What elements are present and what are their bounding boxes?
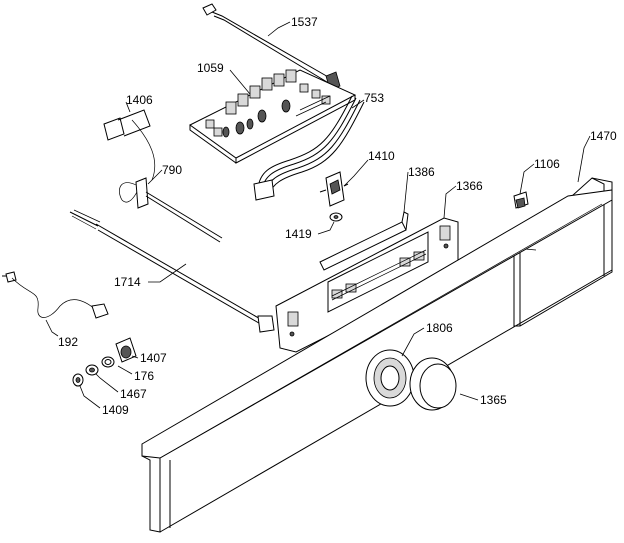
label-1366: 1366 [456, 179, 483, 193]
rod-1714[interactable] [69, 209, 275, 333]
knob-1365[interactable] [409, 357, 457, 411]
nut-1467[interactable] [85, 364, 99, 376]
label-1407: 1407 [140, 351, 167, 365]
label-192: 192 [58, 335, 78, 349]
label-1537: 1537 [291, 15, 318, 29]
display-board-1386[interactable] [319, 211, 409, 271]
label-1410: 1410 [368, 149, 395, 163]
part-labels: 1537 1059 1406 753 1470 790 1410 1106 13… [58, 15, 617, 417]
label-1106: 1106 [534, 157, 560, 171]
front-fascia-panel[interactable] [141, 189, 613, 533]
label-1419: 1419 [285, 227, 312, 241]
label-790: 790 [162, 163, 182, 177]
label-1386: 1386 [408, 165, 435, 179]
label-753: 753 [364, 91, 384, 105]
ring-176[interactable] [101, 356, 115, 368]
switch-1410[interactable] [319, 171, 349, 207]
cap-1409[interactable] [72, 373, 84, 387]
control-board-1059[interactable] [189, 69, 357, 164]
thermo-wire-192[interactable] [2, 271, 109, 319]
knob-ring-1806[interactable] [365, 349, 415, 407]
label-1470: 1470 [590, 129, 617, 143]
ribbon-cable-753[interactable] [253, 95, 365, 201]
probe-sensor-790[interactable] [119, 177, 223, 243]
bracket-1406[interactable] [103, 109, 156, 181]
washer-1419[interactable] [329, 212, 343, 222]
label-176: 176 [134, 369, 154, 383]
label-1059: 1059 [197, 61, 224, 75]
label-1409: 1409 [102, 403, 129, 417]
label-1467: 1467 [120, 387, 147, 401]
label-1365: 1365 [480, 393, 507, 407]
wire-harness-1537[interactable] [202, 3, 341, 91]
connector-1407[interactable] [115, 337, 137, 363]
label-1406: 1406 [126, 93, 153, 107]
label-1714: 1714 [114, 275, 141, 289]
clip-1106[interactable] [513, 191, 529, 209]
label-1806: 1806 [426, 321, 453, 335]
leader-lines [45, 21, 591, 409]
